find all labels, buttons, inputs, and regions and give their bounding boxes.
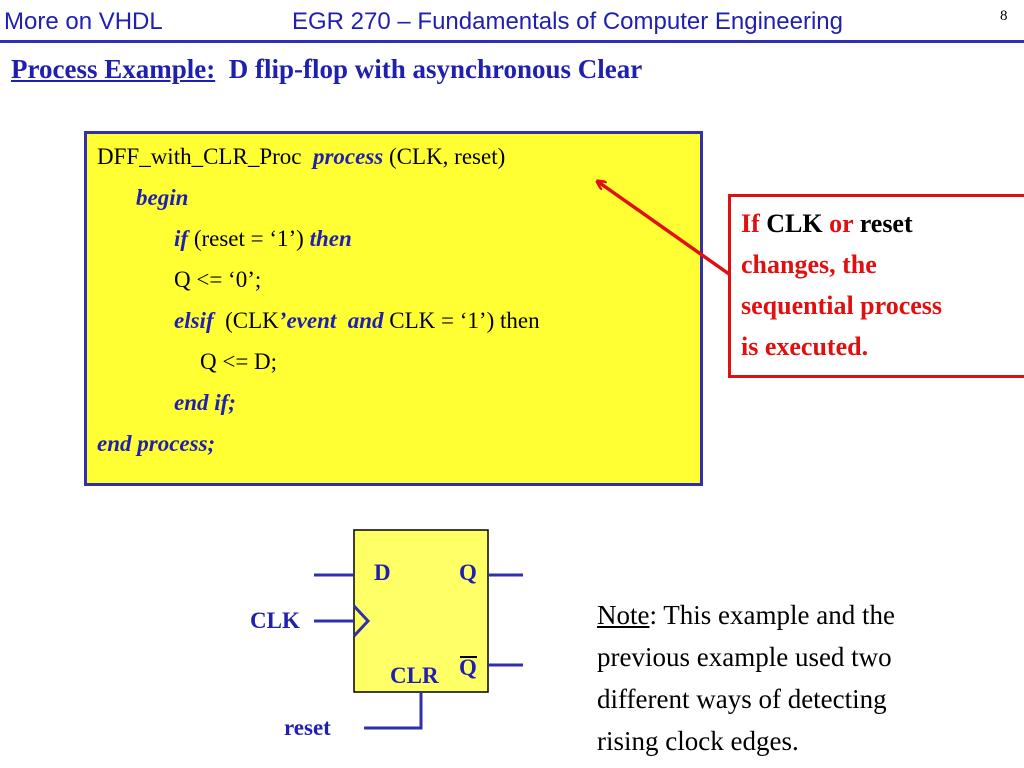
flipflop-body bbox=[353, 529, 489, 693]
clr-input-wire bbox=[364, 692, 423, 730]
keyword-event: ’event bbox=[278, 308, 337, 333]
course-title: EGR 270 – Fundamentals of Computer Engin… bbox=[292, 8, 843, 35]
note-line-3: different ways of detecting bbox=[597, 684, 887, 714]
keyword-if: if bbox=[174, 226, 189, 251]
slide-title: Process Example: D flip-flop with asynch… bbox=[11, 54, 642, 85]
signal-label-clk: CLK bbox=[250, 608, 300, 633]
keyword-end-if: end if; bbox=[174, 390, 236, 415]
sensitivity-list: (CLK, reset) bbox=[389, 144, 506, 169]
code-line-6: Q <= D; bbox=[200, 349, 278, 374]
pin-label-qbar: Q bbox=[459, 655, 477, 680]
note-line-4: rising clock edges. bbox=[597, 726, 799, 756]
clk-ref: (CLK bbox=[225, 308, 279, 333]
keyword-begin: begin bbox=[136, 185, 189, 210]
keyword-elsif: elsif bbox=[174, 308, 214, 333]
callout-line-2: changes, the bbox=[741, 250, 877, 279]
clock-edge-icon bbox=[352, 604, 371, 638]
callout-line-3: sequential process bbox=[741, 291, 943, 320]
note-line-2: previous example used two bbox=[597, 642, 892, 672]
code-line-1: DFF_with_CLR_Proc process (CLK, reset) bbox=[97, 144, 505, 170]
process-name: DFF_with_CLR_Proc bbox=[97, 144, 302, 169]
signal-label-reset: reset bbox=[284, 715, 331, 740]
note-line-1: Note: This example and the bbox=[597, 600, 895, 630]
if-condition: (reset = ‘1’) bbox=[193, 226, 304, 251]
pin-label-d: D bbox=[374, 560, 391, 585]
code-line-7: end if; bbox=[174, 390, 236, 416]
callout-box: If CLK or reset changes, the sequential … bbox=[728, 194, 1024, 378]
page-number: 8 bbox=[1000, 8, 1008, 24]
keyword-end-process: end process; bbox=[97, 431, 216, 456]
pin-label-clr: CLR bbox=[390, 663, 439, 688]
slide-title-rest: D flip-flop with asynchronous Clear bbox=[228, 54, 643, 84]
code-line-3: if (reset = ‘1’) then bbox=[174, 226, 352, 252]
code-line-2: begin bbox=[136, 185, 188, 211]
pin-label-q: Q bbox=[459, 560, 477, 585]
callout-line-4: is executed. bbox=[741, 332, 869, 361]
elsif-condition: CLK = ‘1’) then bbox=[389, 308, 540, 333]
code-line-5: elsif (CLK’event and CLK = ‘1’) then bbox=[174, 308, 540, 334]
callout-line-1: If CLK or reset bbox=[741, 209, 913, 238]
callout-arrow bbox=[597, 181, 731, 276]
code-line-4: Q <= ‘0’; bbox=[174, 267, 262, 292]
header-rule bbox=[0, 40, 1024, 43]
note-label: Note bbox=[597, 600, 650, 630]
course-topic: More on VHDL bbox=[4, 8, 163, 35]
code-line-8: end process; bbox=[97, 431, 215, 457]
slide-title-prefix: Process Example: bbox=[11, 54, 216, 84]
keyword-process: process bbox=[312, 144, 384, 169]
keyword-then: then bbox=[309, 226, 352, 251]
keyword-and: and bbox=[347, 308, 384, 333]
